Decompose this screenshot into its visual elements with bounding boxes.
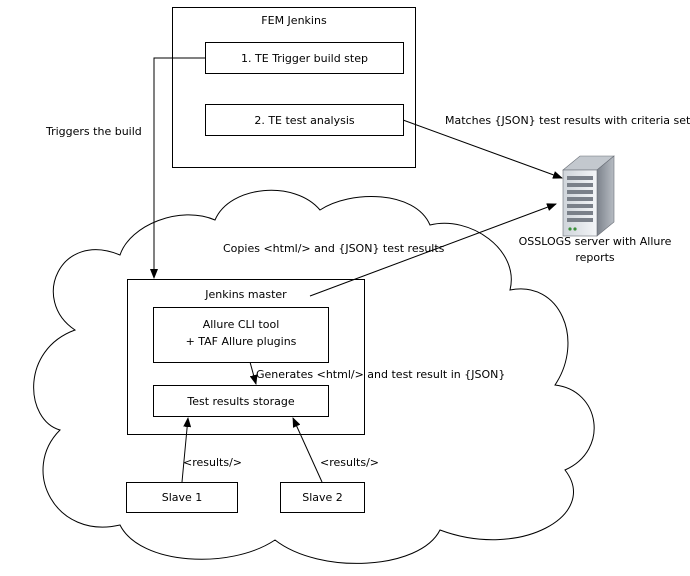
fem-jenkins-title: FEM Jenkins (261, 14, 327, 27)
te-trigger-build-step-box: 1. TE Trigger build step (205, 42, 404, 74)
copies-connector (309, 203, 557, 297)
test-results-storage-box: Test results storage (153, 385, 329, 417)
generates-results-label: Generates <html/> and test result in {JS… (256, 368, 506, 381)
slave-1-box: Slave 1 (126, 482, 238, 513)
cloud-shape (33, 189, 595, 564)
results-right-label: <results/> (320, 456, 379, 469)
copies-results-label: Copies <html/> and {JSON} test results (223, 242, 445, 255)
slave-1-label: Slave 1 (161, 491, 203, 504)
slave-2-label: Slave 2 (302, 491, 343, 504)
trigger-connector (150, 57, 206, 279)
generates-connector (249, 361, 258, 385)
allure-cli-tool-box: Allure CLI tool + TAF Allure plugins (153, 307, 329, 363)
jenkins-master-box: Jenkins master (127, 279, 365, 435)
taf-allure-plugins-label: + TAF Allure plugins (185, 335, 297, 348)
test-results-storage-label: Test results storage (187, 395, 295, 408)
te-test-analysis-box: 2. TE test analysis (205, 104, 404, 136)
jenkins-master-title: Jenkins master (205, 288, 287, 301)
allure-cli-tool-label: Allure CLI tool (202, 318, 280, 331)
matches-json-label: Matches {JSON} test results with criteri… (445, 114, 690, 127)
fem-jenkins-box: FEM Jenkins (172, 7, 416, 168)
te-test-analysis-label: 2. TE test analysis (254, 114, 355, 127)
osslogs-server-label-line2: reports (575, 251, 615, 264)
te-trigger-build-step-label: 1. TE Trigger build step (241, 52, 368, 65)
slave-2-box: Slave 2 (280, 482, 365, 513)
slave1-connector (181, 417, 192, 483)
triggers-the-build-label: Triggers the build (46, 125, 142, 138)
osslogs-server-label-line1: OSSLOGS server with Allure (518, 235, 672, 248)
slave2-connector (292, 417, 323, 483)
results-left-label: <results/> (183, 456, 242, 469)
matches-connector (402, 119, 563, 179)
server-icon (562, 155, 615, 237)
